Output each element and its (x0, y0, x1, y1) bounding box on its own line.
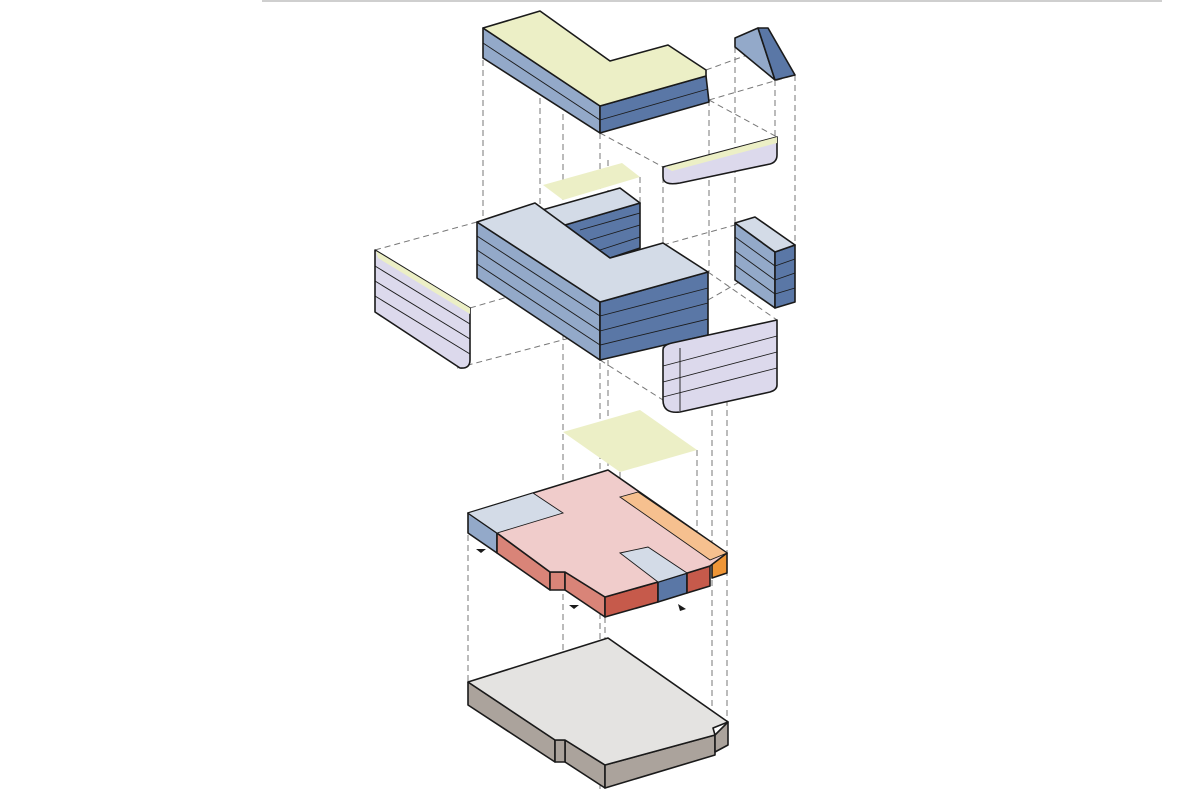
ground-floor-program-slab (466, 469, 728, 618)
upper-roof-plane (543, 163, 640, 200)
right-small-block (734, 216, 796, 309)
top-curved-strip (662, 136, 778, 185)
top-roof-block (482, 10, 710, 134)
top-right-wedge-block (734, 27, 796, 81)
left-curved-panel (374, 249, 471, 369)
site-base-slab (467, 637, 729, 789)
entrance-markers (476, 549, 686, 611)
middle-l-block (476, 187, 709, 361)
right-curved-panel (662, 319, 778, 414)
ground-roof-plane (563, 410, 697, 472)
